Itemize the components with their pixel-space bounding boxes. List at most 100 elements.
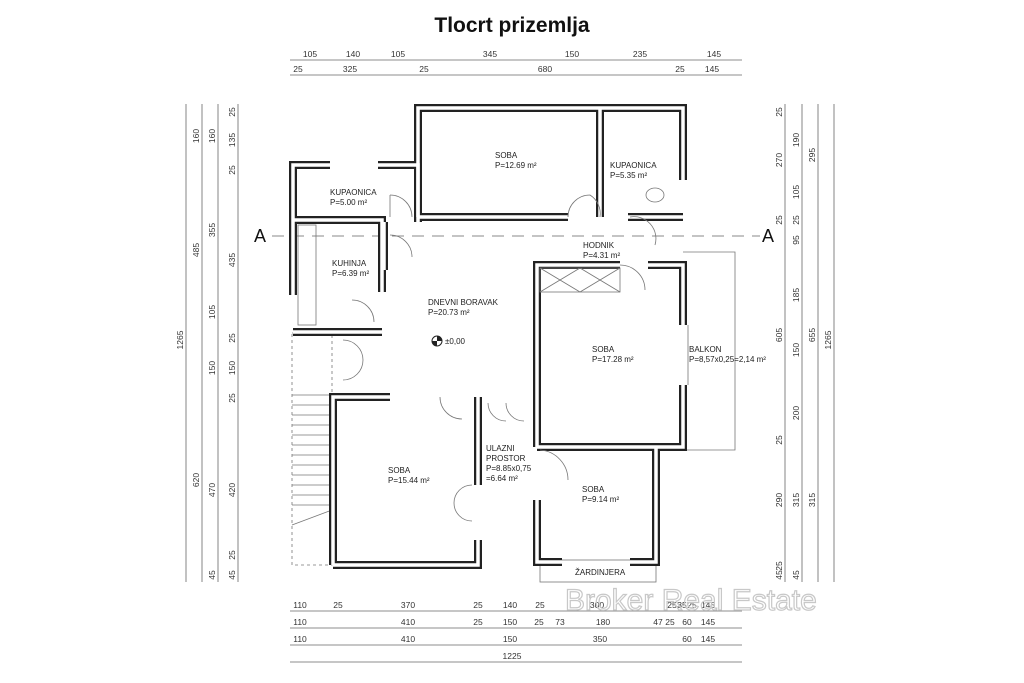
room-ulazni-name-2: PROSTOR xyxy=(486,454,526,463)
dimension-label: 470 xyxy=(207,483,217,497)
dimension-label: 150 xyxy=(207,361,217,375)
dimension-label: 25 xyxy=(667,600,677,610)
dimension-label: 435 xyxy=(227,253,237,267)
room-kupaonica-right-area: P=5.35 m² xyxy=(610,171,647,180)
dimension-label: 25 xyxy=(774,215,784,225)
dimension-label: 150 xyxy=(503,617,517,627)
dimension-label: 145 xyxy=(701,617,715,627)
dimension-label: 45 xyxy=(227,570,237,580)
room-soba-right-name: SOBA xyxy=(592,345,615,354)
dimension-label: 105 xyxy=(391,49,405,59)
dimension-label: 300 xyxy=(590,600,604,610)
elevation-marker: ±0,00 xyxy=(431,335,466,347)
dimension-label: 25 xyxy=(791,215,801,225)
room-ulazni-area-2: =6.64 m² xyxy=(486,474,518,483)
dimension-label: 295 xyxy=(807,148,817,162)
dimension-label: 25 xyxy=(665,617,675,627)
dimension-label: 110 xyxy=(293,634,307,644)
dimension-label: 140 xyxy=(503,600,517,610)
room-dnevni-area: P=20.73 m² xyxy=(428,308,470,317)
dimension-label: 45 xyxy=(774,570,784,580)
room-balkon-area: P=8,57x0,25=2,14 m² xyxy=(689,355,766,364)
dimension-label: 345 xyxy=(483,49,497,59)
dimension-label: 110 xyxy=(293,600,307,610)
dimension-label: 355 xyxy=(207,223,217,237)
room-soba-top-area: P=12.69 m² xyxy=(495,161,537,170)
dimension-label: 270 xyxy=(774,153,784,167)
dimension-label: 150 xyxy=(227,361,237,375)
dimension-label: 145 xyxy=(701,634,715,644)
room-kupaonica-left-area: P=5.00 m² xyxy=(330,198,367,207)
dimension-label: 140 xyxy=(346,49,360,59)
room-balkon-name: BALKON xyxy=(689,345,722,354)
dimension-label: 315 xyxy=(791,493,801,507)
dimension-label: 200 xyxy=(791,406,801,420)
dimension-label: 290 xyxy=(774,493,784,507)
dimension-label: 25 xyxy=(227,333,237,343)
room-soba-left-area: P=15.44 m² xyxy=(388,476,430,485)
plan-title: Tlocrt prizemlja xyxy=(434,14,590,37)
room-zardinjera-name: ŽARDINJERA xyxy=(575,568,626,577)
dimension-label: 25 xyxy=(675,64,685,74)
room-kuhinja-area: P=6.39 m² xyxy=(332,269,369,278)
dimension-label: 60 xyxy=(682,634,692,644)
dimension-label: 110 xyxy=(293,617,307,627)
dimension-label: 1225 xyxy=(503,651,522,661)
dimension-label: 105 xyxy=(303,49,317,59)
dimension-label: 190 xyxy=(791,133,801,147)
dimension-label: 35 xyxy=(677,600,687,610)
room-hodnik-area: P=4.31 m² xyxy=(583,251,620,260)
dimension-label: 350 xyxy=(593,634,607,644)
dimension-label: 150 xyxy=(565,49,579,59)
dimension-label: 150 xyxy=(791,343,801,357)
room-soba-left-name: SOBA xyxy=(388,466,411,475)
room-hodnik-name: HODNIK xyxy=(583,241,615,250)
room-dnevni-name: DNEVNI BORAVAK xyxy=(428,298,499,307)
dimension-label: 145 xyxy=(707,49,721,59)
dimension-label: 180 xyxy=(596,617,610,627)
dimension-label: 25 xyxy=(227,393,237,403)
dimension-label: 45 xyxy=(791,570,801,580)
dimension-label: 25 xyxy=(293,64,303,74)
dimension-label: 485 xyxy=(191,243,201,257)
dimension-label: 25 xyxy=(534,617,544,627)
dimension-label: 680 xyxy=(538,64,552,74)
stairs xyxy=(291,332,333,566)
dimension-label: 185 xyxy=(791,288,801,302)
dimension-label: 25 xyxy=(333,600,343,610)
room-soba-top-name: SOBA xyxy=(495,151,518,160)
dimension-label: 420 xyxy=(227,483,237,497)
dimension-label: 605 xyxy=(774,328,784,342)
dimension-label: 145 xyxy=(701,600,715,610)
room-ulazni-area-1: P=8.85x0,75 xyxy=(486,464,532,473)
dimension-label: 25 xyxy=(687,600,697,610)
room-soba-bottom-name: SOBA xyxy=(582,485,605,494)
section-marker-left: A xyxy=(254,226,266,246)
dimension-label: 620 xyxy=(191,473,201,487)
room-kupaonica-left-name: KUPAONICA xyxy=(330,188,377,197)
dimension-label: 95 xyxy=(791,235,801,245)
dimension-label: 135 xyxy=(227,133,237,147)
dimension-label: 25 xyxy=(473,617,483,627)
dimension-label: 25 xyxy=(774,561,784,571)
dimension-label: 25 xyxy=(535,600,545,610)
dimension-label: 25 xyxy=(227,165,237,175)
dimension-label: 45 xyxy=(207,570,217,580)
dimension-label: 410 xyxy=(401,634,415,644)
dimension-label: 410 xyxy=(401,617,415,627)
dimension-label: 25 xyxy=(419,64,429,74)
dimension-label: 25 xyxy=(774,107,784,117)
room-soba-bottom-area: P=9.14 m² xyxy=(582,495,619,504)
dimension-label: 25 xyxy=(473,600,483,610)
section-marker-right: A xyxy=(762,226,774,246)
dimension-label: 25 xyxy=(774,435,784,445)
elevation-label: ±0,00 xyxy=(445,337,466,346)
door-swings xyxy=(297,187,665,522)
room-labels: SOBA P=12.69 m² KUPAONICA P=5.35 m² KUPA… xyxy=(330,151,766,577)
dimension-label: 73 xyxy=(555,617,565,627)
watermark: Broker Real Estate xyxy=(565,584,817,617)
room-kupaonica-right-name: KUPAONICA xyxy=(610,161,657,170)
dimension-label: 160 xyxy=(207,129,217,143)
dimension-label: 315 xyxy=(807,493,817,507)
